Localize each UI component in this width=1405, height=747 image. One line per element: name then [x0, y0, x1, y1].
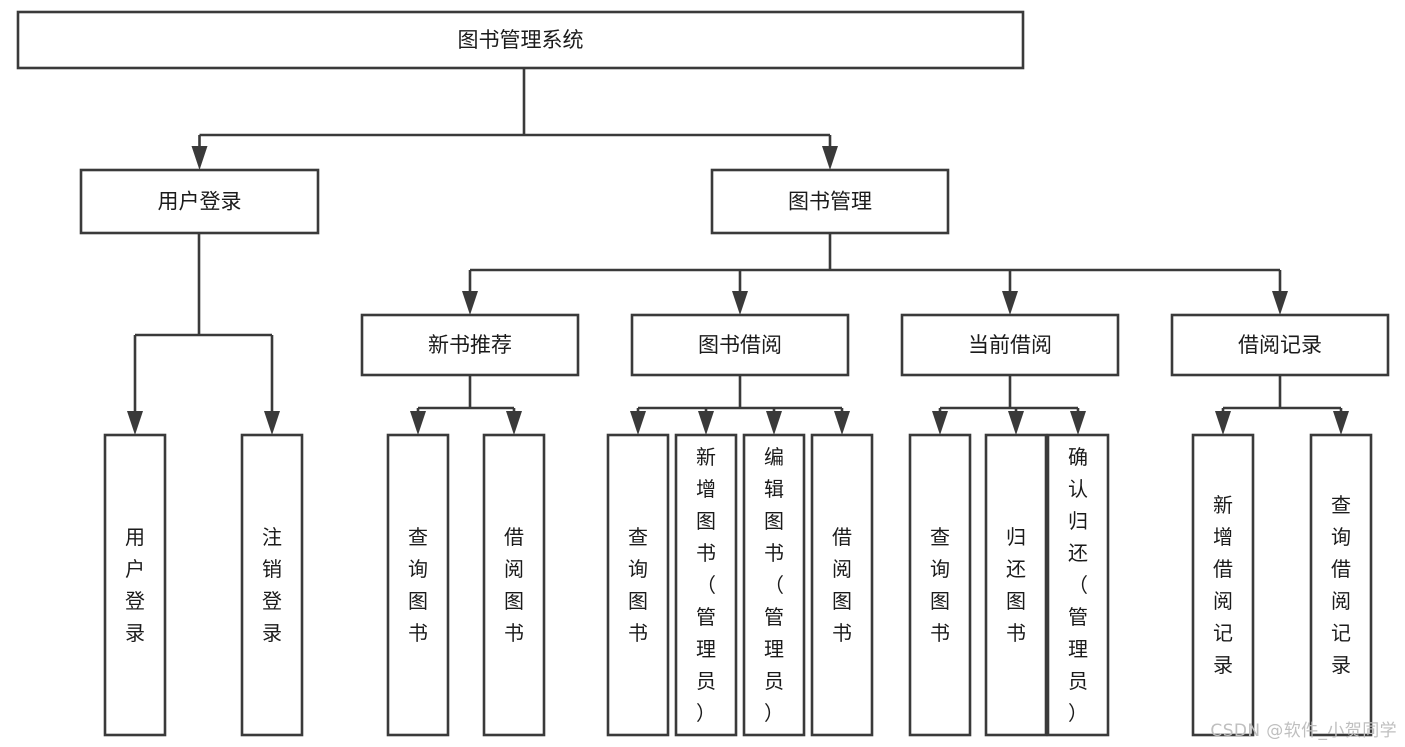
arrow-head-icon — [1008, 411, 1024, 435]
watermark-label: CSDN @软件_小贺同学 — [1210, 721, 1397, 741]
node-box[interactable] — [1170, 313, 1390, 377]
node-leaf-edit-book-admin[interactable]: 编辑图书（管理员） — [742, 433, 806, 737]
node-label: 注销登录 — [262, 525, 282, 645]
node-label: 当前借阅 — [968, 333, 1052, 357]
node-leaf-query-book-rec[interactable]: 查询图书 — [386, 433, 450, 737]
node-box[interactable] — [1191, 433, 1255, 737]
node-label: 借阅图书 — [504, 525, 524, 645]
node-label: 用户登录 — [158, 190, 242, 214]
node-leaf-confirm-return-admin[interactable]: 确认归还（管理员） — [1046, 433, 1110, 737]
node-label: 借阅记录 — [1238, 333, 1322, 357]
arrow-head-icon — [766, 411, 782, 435]
node-label: 确认归还（管理员） — [1068, 445, 1088, 725]
node-book-manage[interactable]: 图书管理 — [710, 168, 950, 235]
node-box[interactable] — [240, 433, 304, 737]
node-label: 图书管理系统 — [458, 28, 584, 52]
node-leaf-logout[interactable]: 注销登录 — [240, 433, 304, 737]
node-layer: 图书管理系统用户登录图书管理新书推荐图书借阅当前借阅借阅记录用户登录注销登录查询… — [16, 10, 1390, 737]
node-leaf-add-borrow-record[interactable]: 新增借阅记录 — [1191, 433, 1255, 737]
node-label: 图书管理 — [788, 190, 872, 214]
arrow-head-icon — [1070, 411, 1086, 435]
arrow-head-icon — [932, 411, 948, 435]
node-label: 查询图书 — [628, 525, 648, 645]
node-leaf-borrow-book[interactable]: 借阅图书 — [810, 433, 874, 737]
node-box[interactable] — [710, 168, 950, 235]
connector-layer — [127, 68, 1349, 435]
node-new-book-recommend[interactable]: 新书推荐 — [360, 313, 580, 377]
arrow-head-icon — [1215, 411, 1231, 435]
connector-group — [932, 375, 1086, 435]
node-box[interactable] — [742, 433, 806, 737]
node-box[interactable] — [674, 433, 738, 737]
arrow-head-icon — [506, 411, 522, 435]
node-current-borrow[interactable]: 当前借阅 — [900, 313, 1120, 377]
node-label: 新增借阅记录 — [1213, 493, 1233, 677]
node-box[interactable] — [630, 313, 850, 377]
arrow-head-icon — [630, 411, 646, 435]
arrow-head-icon — [410, 411, 426, 435]
node-box[interactable] — [360, 313, 580, 377]
node-label: 用户登录 — [125, 525, 145, 645]
node-label: 新书推荐 — [428, 333, 512, 357]
node-label: 归还图书 — [1006, 525, 1026, 645]
node-box[interactable] — [810, 433, 874, 737]
node-box[interactable] — [1309, 433, 1373, 737]
node-leaf-query-book-borrow[interactable]: 查询图书 — [606, 433, 670, 737]
arrow-head-icon — [698, 411, 714, 435]
node-box[interactable] — [103, 433, 167, 737]
node-leaf-query-book-current[interactable]: 查询图书 — [908, 433, 972, 737]
node-leaf-borrow-book-rec[interactable]: 借阅图书 — [482, 433, 546, 737]
node-label: 图书借阅 — [698, 333, 782, 357]
node-label: 借阅图书 — [832, 525, 852, 645]
connector-group — [630, 375, 850, 435]
node-box[interactable] — [16, 10, 1025, 70]
connector-group — [410, 375, 522, 435]
node-label: 查询图书 — [408, 525, 428, 645]
arrow-head-icon — [1333, 411, 1349, 435]
arrow-head-icon — [834, 411, 850, 435]
node-root[interactable]: 图书管理系统 — [16, 10, 1025, 70]
node-leaf-return-book[interactable]: 归还图书 — [984, 433, 1048, 737]
node-label: 查询借阅记录 — [1331, 493, 1351, 677]
connector-group — [1215, 375, 1349, 435]
arrow-head-icon — [462, 291, 478, 315]
arrow-head-icon — [191, 146, 208, 170]
connector-group — [191, 68, 838, 170]
node-box[interactable] — [984, 433, 1048, 737]
node-label: 新增图书（管理员） — [696, 445, 716, 725]
node-box[interactable] — [79, 168, 320, 235]
node-box[interactable] — [606, 433, 670, 737]
node-box[interactable] — [908, 433, 972, 737]
node-book-borrow[interactable]: 图书借阅 — [630, 313, 850, 377]
node-label: 查询图书 — [930, 525, 950, 645]
arrow-head-icon — [732, 291, 748, 315]
arrow-head-icon — [1272, 291, 1288, 315]
node-box[interactable] — [386, 433, 450, 737]
node-box[interactable] — [900, 313, 1120, 377]
node-box[interactable] — [1046, 433, 1110, 737]
node-leaf-add-book-admin[interactable]: 新增图书（管理员） — [674, 433, 738, 737]
node-user-login[interactable]: 用户登录 — [79, 168, 320, 235]
arrow-head-icon — [822, 146, 838, 170]
arrow-head-icon — [264, 411, 280, 435]
connector-group — [462, 233, 1288, 315]
node-box[interactable] — [482, 433, 546, 737]
node-label: 编辑图书（管理员） — [764, 445, 784, 725]
arrow-head-icon — [1002, 291, 1018, 315]
connector-group — [127, 233, 280, 435]
node-leaf-user-login[interactable]: 用户登录 — [103, 433, 167, 737]
node-borrow-record[interactable]: 借阅记录 — [1170, 313, 1390, 377]
node-leaf-query-borrow-record[interactable]: 查询借阅记录 — [1309, 433, 1373, 737]
arrow-head-icon — [127, 411, 143, 435]
